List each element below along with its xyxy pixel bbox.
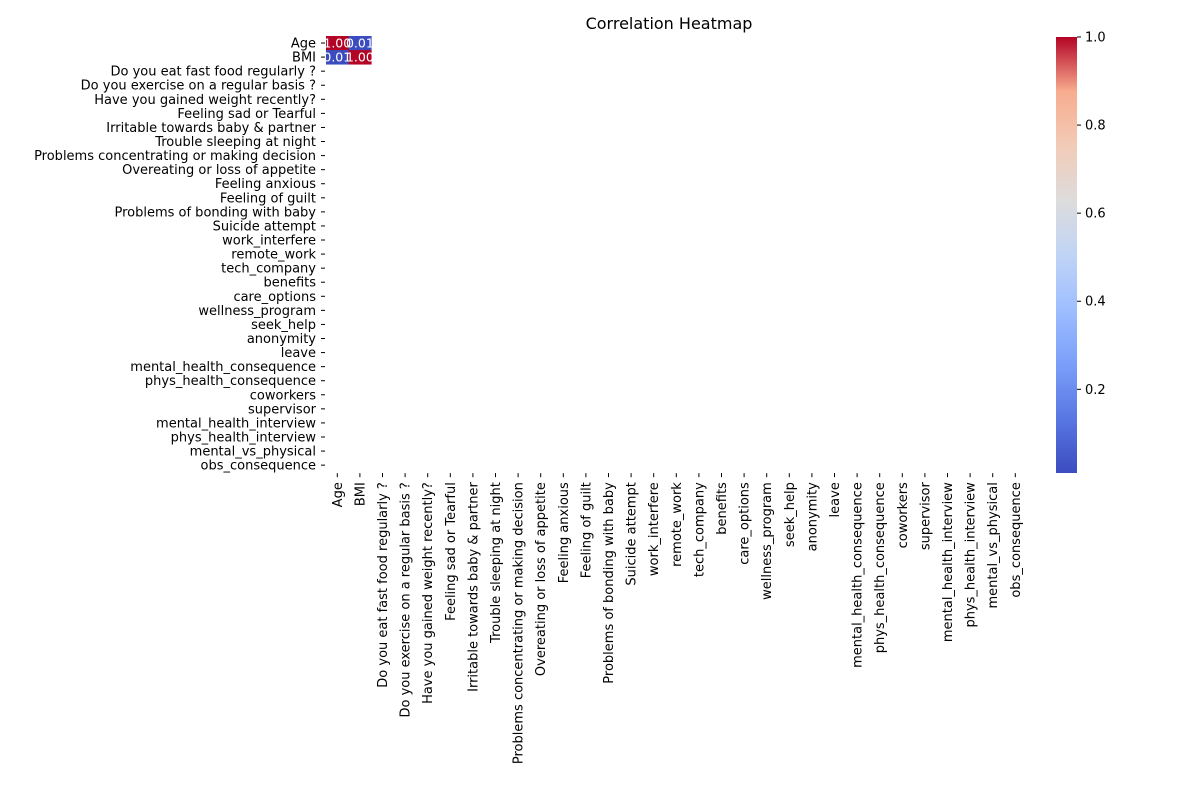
y-tick-label: wellness_program [198, 304, 316, 319]
x-tick-label: work_interfere [647, 482, 662, 576]
y-tick-label: Problems concentrating or making decisio… [34, 149, 316, 164]
heatmap-cell-0-1 [348, 36, 372, 51]
x-tick-label: anonymity [805, 482, 820, 551]
y-tick-label: care_options [233, 290, 316, 305]
cell-annotation-0-0: 1.00 [323, 36, 351, 51]
y-tick-label: phys_health_interview [171, 430, 317, 445]
x-tick-label: mental_vs_physical [986, 482, 1001, 608]
colorbar-tick-label: 0.8 [1085, 119, 1106, 134]
y-tick-label: Problems of bonding with baby [114, 205, 316, 220]
x-tick-label: Feeling anxious [557, 482, 572, 583]
heatmap-cell-1-1 [348, 50, 372, 65]
y-tick-label: leave [281, 346, 316, 361]
y-tick-label: Feeling of guilt [220, 191, 316, 206]
y-tick-label: obs_consequence [201, 459, 316, 474]
y-tick-label: coworkers [250, 388, 316, 403]
x-tick-label: wellness_program [760, 482, 775, 600]
y-tick-label: Suicide attempt [213, 219, 316, 234]
y-tick-label: Have you gained weight recently? [94, 93, 316, 108]
y-tick-label: mental_vs_physical [190, 445, 316, 460]
x-tick-label: obs_consequence [1009, 482, 1024, 597]
x-tick-labels: Age BMI Do you eat fast food regularly ? Do… [331, 473, 1024, 764]
x-tick-label: Problems concentrating or making decisio… [512, 482, 527, 764]
x-tick-label: mental_health_consequence [851, 482, 866, 668]
y-tick-label: Overeating or loss of appetite [122, 163, 316, 178]
y-tick-label: Trouble sleeping at night [154, 135, 316, 150]
x-tick-label: tech_company [692, 482, 707, 577]
y-tick-label: Do you eat fast food regularly ? [110, 65, 316, 80]
y-tick-label: BMI [292, 51, 316, 66]
x-tick-label: Suicide attempt [625, 482, 640, 585]
x-tick-label: phys_health_consequence [873, 482, 888, 653]
y-tick-label: Feeling anxious [215, 177, 316, 192]
heatmap-cell-0-0 [326, 36, 349, 51]
y-tick-label: supervisor [248, 402, 317, 417]
y-tick-label: mental_health_consequence [130, 360, 316, 375]
y-tick-label: mental_health_interview [156, 416, 316, 431]
x-tick-label: Trouble sleeping at night [489, 482, 504, 644]
x-tick-label: Do you eat fast food regularly ? [376, 482, 391, 688]
y-tick-label: Age [291, 37, 316, 52]
heatmap-annotations: 1.000.010.011.00 [323, 36, 373, 65]
heatmap-cells [326, 36, 372, 65]
y-tick-label: work_interfere [222, 234, 316, 249]
cell-annotation-1-1: 1.00 [346, 50, 374, 65]
x-tick-label: remote_work [670, 482, 685, 567]
colorbar-gradient [1056, 37, 1077, 473]
x-tick-label: Have you gained weight recently? [421, 482, 436, 704]
colorbar-tick-label: 0.6 [1085, 207, 1106, 222]
cell-annotation-0-1: 0.01 [346, 36, 374, 51]
x-tick-label: phys_health_interview [964, 482, 979, 628]
y-tick-label: Do you exercise on a regular basis ? [81, 79, 316, 94]
y-tick-label: tech_company [221, 262, 316, 277]
cell-annotation-1-0: 0.01 [323, 50, 351, 65]
x-tick-label: Problems of bonding with baby [602, 482, 617, 684]
x-tick-label: Do you exercise on a regular basis ? [399, 482, 414, 717]
x-tick-label: seek_help [783, 482, 798, 547]
x-tick-label: Age [331, 482, 346, 507]
chart-title: Correlation Heatmap [586, 14, 753, 33]
x-tick-label: Feeling sad or Tearful [444, 482, 459, 621]
x-tick-label: Feeling of guilt [579, 482, 594, 578]
y-tick-label: remote_work [231, 248, 316, 263]
x-tick-label: leave [828, 482, 843, 517]
x-tick-label: care_options [738, 482, 753, 565]
y-tick-label: seek_help [251, 318, 316, 333]
colorbar-tick-label: 1.0 [1085, 31, 1106, 46]
y-tick-label: Irritable towards baby & partner [106, 121, 316, 136]
heatmap-cell-1-0 [326, 50, 349, 65]
colorbar: 0.2 0.4 0.6 0.8 1.0 [1056, 31, 1106, 473]
colorbar-tick-label: 0.4 [1085, 295, 1106, 310]
colorbar-tick-label: 0.2 [1085, 383, 1106, 398]
y-tick-label: Feeling sad or Tearful [177, 107, 316, 122]
x-tick-label: supervisor [918, 482, 933, 551]
x-tick-label: Overeating or loss of appetite [534, 482, 549, 676]
y-tick-label: anonymity [247, 332, 316, 347]
y-tick-label: phys_health_consequence [145, 374, 316, 389]
x-tick-label: BMI [353, 482, 368, 506]
x-tick-label: Irritable towards baby & partner [466, 482, 481, 692]
x-tick-label: benefits [715, 482, 730, 535]
x-tick-label: mental_health_interview [941, 482, 956, 642]
y-tick-label: benefits [263, 276, 316, 291]
x-tick-label: coworkers [896, 482, 911, 548]
